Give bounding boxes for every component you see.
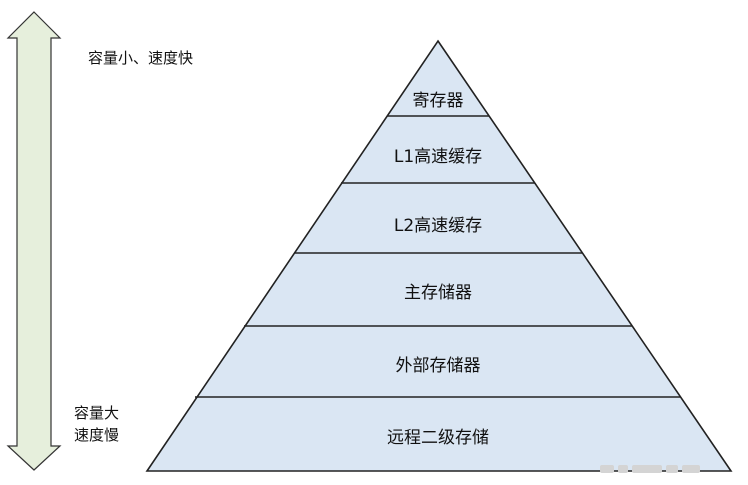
level-label-l1-cache: L1高速缓存: [394, 147, 482, 167]
watermark: [600, 458, 720, 473]
top-axis-label: 容量小、速度快: [88, 49, 194, 67]
bottom-axis-label-line1: 容量大: [74, 404, 120, 422]
pyramid-level-labels: 寄存器 L1高速缓存 L2高速缓存 主存储器 外部存储器 远程二级存储: [387, 91, 489, 448]
capacity-speed-arrow: [6, 11, 62, 471]
level-label-remote-storage: 远程二级存储: [387, 428, 489, 448]
level-label-main-memory: 主存储器: [404, 283, 472, 303]
level-label-registers: 寄存器: [413, 91, 464, 111]
pyramid-body: [145, 39, 733, 472]
level-label-external-storage: 外部存储器: [396, 356, 481, 376]
bottom-axis-label-line2: 速度慢: [74, 426, 120, 444]
pyramid-dividers: [195, 115, 681, 398]
level-label-l2-cache: L2高速缓存: [394, 216, 482, 236]
